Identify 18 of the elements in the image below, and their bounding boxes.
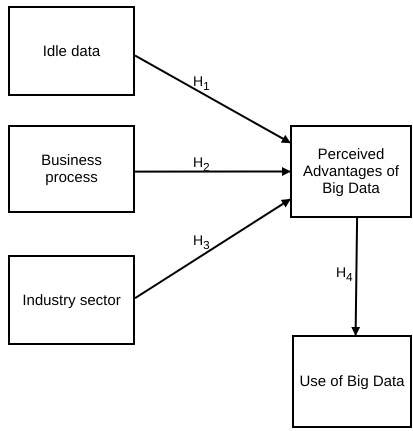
process-box bbox=[292, 335, 412, 428]
process-box bbox=[8, 255, 135, 345]
edge-label: H$_{3}$ bbox=[193, 233, 210, 252]
box-text: Industry sector bbox=[22, 292, 121, 308]
box-text: Use of Big Data bbox=[299, 373, 405, 390]
arrow bbox=[134, 54, 291, 144]
process-box bbox=[290, 125, 412, 218]
process-box bbox=[8, 125, 135, 213]
box-text: Perceived Advantages of Big Data bbox=[302, 146, 400, 197]
arrow bbox=[135, 167, 291, 176]
box-text: Idle data bbox=[42, 42, 100, 60]
box-text: Business process bbox=[40, 152, 103, 186]
process-box bbox=[8, 6, 135, 96]
edge-label: H$_{1}$ bbox=[193, 74, 210, 92]
arrow bbox=[351, 218, 360, 336]
edge-label: H$_{4}$ bbox=[336, 265, 353, 284]
edge-label: H$_{2}$ bbox=[193, 155, 210, 174]
arrow bbox=[134, 198, 291, 300]
